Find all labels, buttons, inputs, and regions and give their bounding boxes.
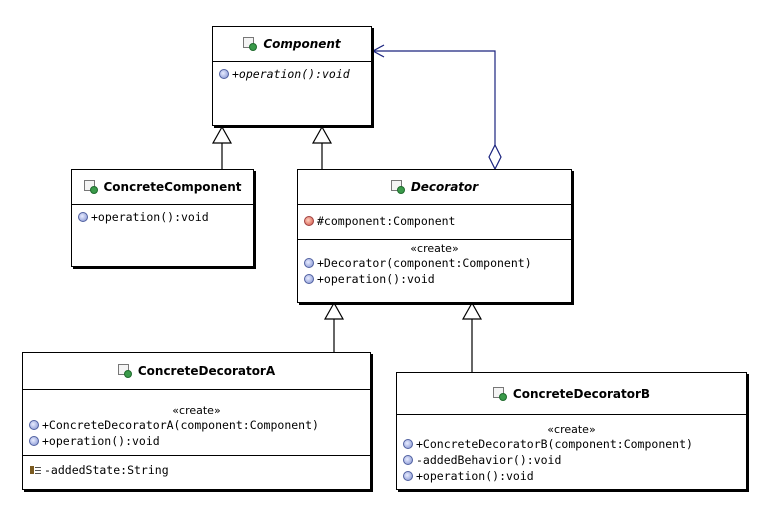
generalization-concretedecoratora-decorator bbox=[323, 301, 345, 352]
class-concretedecoratora[interactable]: ConcreteDecoratorA «create» +ConcreteDec… bbox=[22, 352, 371, 490]
class-icon bbox=[243, 37, 258, 51]
class-concretecomponent[interactable]: ConcreteComponent +operation():void bbox=[71, 169, 254, 267]
aggregation-decorator-component bbox=[371, 44, 502, 171]
operation-row[interactable]: -addedBehavior():void bbox=[403, 452, 740, 468]
generalization-decorator-component bbox=[311, 125, 333, 169]
attribute-text: -addedState:String bbox=[44, 463, 169, 477]
operation-text: -addedBehavior():void bbox=[416, 453, 562, 467]
generalization-concretecomponent-component bbox=[211, 125, 233, 169]
attributes-section: #component:Component bbox=[298, 205, 571, 240]
class-icon bbox=[390, 180, 405, 194]
class-icon bbox=[117, 364, 132, 378]
private-method-icon bbox=[403, 455, 413, 465]
attributes-section: -addedState:String bbox=[23, 456, 370, 482]
create-stereotype: «create» bbox=[410, 242, 459, 255]
operations-section: «create» +ConcreteDecoratorA(component:C… bbox=[23, 390, 370, 456]
operation-text: +operation():void bbox=[42, 434, 160, 448]
class-header: Decorator bbox=[298, 170, 571, 205]
protected-field-icon bbox=[304, 216, 314, 226]
class-icon bbox=[492, 386, 507, 401]
operation-row[interactable]: +operation():void bbox=[304, 271, 565, 287]
operation-text: +Decorator(component:Component) bbox=[317, 256, 532, 270]
class-name: ConcreteDecoratorB bbox=[512, 386, 651, 401]
operation-row[interactable]: +operation():void bbox=[29, 433, 364, 449]
create-stereotype: «create» bbox=[172, 404, 221, 417]
class-component[interactable]: Component +operation():void bbox=[212, 26, 372, 126]
operation-row[interactable]: +Decorator(component:Component) bbox=[304, 255, 565, 271]
attribute-row[interactable]: #component:Component bbox=[304, 213, 565, 229]
operation-text: +operation():void bbox=[91, 210, 209, 224]
operations-section: «create» +Decorator(component:Component)… bbox=[298, 240, 571, 291]
class-name: Decorator bbox=[410, 180, 479, 194]
operation-text: +operation():void bbox=[317, 272, 435, 286]
public-method-icon bbox=[304, 274, 314, 284]
operation-row[interactable]: +ConcreteDecoratorB(component:Component) bbox=[403, 436, 740, 452]
operation-row[interactable]: +ConcreteDecoratorA(component:Component) bbox=[29, 417, 364, 433]
public-method-icon bbox=[304, 258, 314, 268]
class-name: ConcreteDecoratorA bbox=[137, 364, 276, 378]
operation-text: +ConcreteDecoratorB(component:Component) bbox=[416, 437, 693, 451]
operations-section: +operation():void bbox=[213, 62, 371, 86]
generalization-concretedecoratorb-decorator bbox=[461, 301, 483, 372]
attribute-row[interactable]: -addedState:String bbox=[29, 462, 364, 478]
public-method-icon bbox=[78, 212, 88, 222]
operation-row[interactable]: +operation():void bbox=[403, 468, 740, 484]
operations-section: +operation():void bbox=[72, 205, 253, 229]
class-header: ConcreteDecoratorA bbox=[23, 353, 370, 390]
operation-row[interactable]: +operation():void bbox=[219, 66, 365, 82]
public-method-icon bbox=[403, 439, 413, 449]
operation-text: +ConcreteDecoratorA(component:Component) bbox=[42, 418, 319, 432]
public-method-icon bbox=[219, 69, 229, 79]
operations-section: «create» +ConcreteDecoratorB(component:C… bbox=[397, 415, 746, 488]
operation-text: +operation():void bbox=[232, 67, 350, 81]
public-method-icon bbox=[29, 436, 39, 446]
public-method-icon bbox=[403, 471, 413, 481]
attribute-text: #component:Component bbox=[317, 214, 456, 228]
private-field-icon bbox=[29, 465, 41, 475]
public-method-icon bbox=[29, 420, 39, 430]
class-header: Component bbox=[213, 27, 371, 62]
class-name: Component bbox=[263, 37, 341, 51]
class-header: ConcreteComponent bbox=[72, 170, 253, 205]
class-name: ConcreteComponent bbox=[103, 180, 242, 194]
class-header: ConcreteDecoratorB bbox=[397, 373, 746, 415]
operation-row[interactable]: +operation():void bbox=[78, 209, 247, 225]
class-concretedecoratorb[interactable]: ConcreteDecoratorB «create» +ConcreteDec… bbox=[396, 372, 747, 490]
class-icon bbox=[83, 180, 98, 194]
class-decorator[interactable]: Decorator #component:Component «create» … bbox=[297, 169, 572, 303]
create-stereotype: «create» bbox=[547, 423, 596, 436]
operation-text: +operation():void bbox=[416, 469, 534, 483]
